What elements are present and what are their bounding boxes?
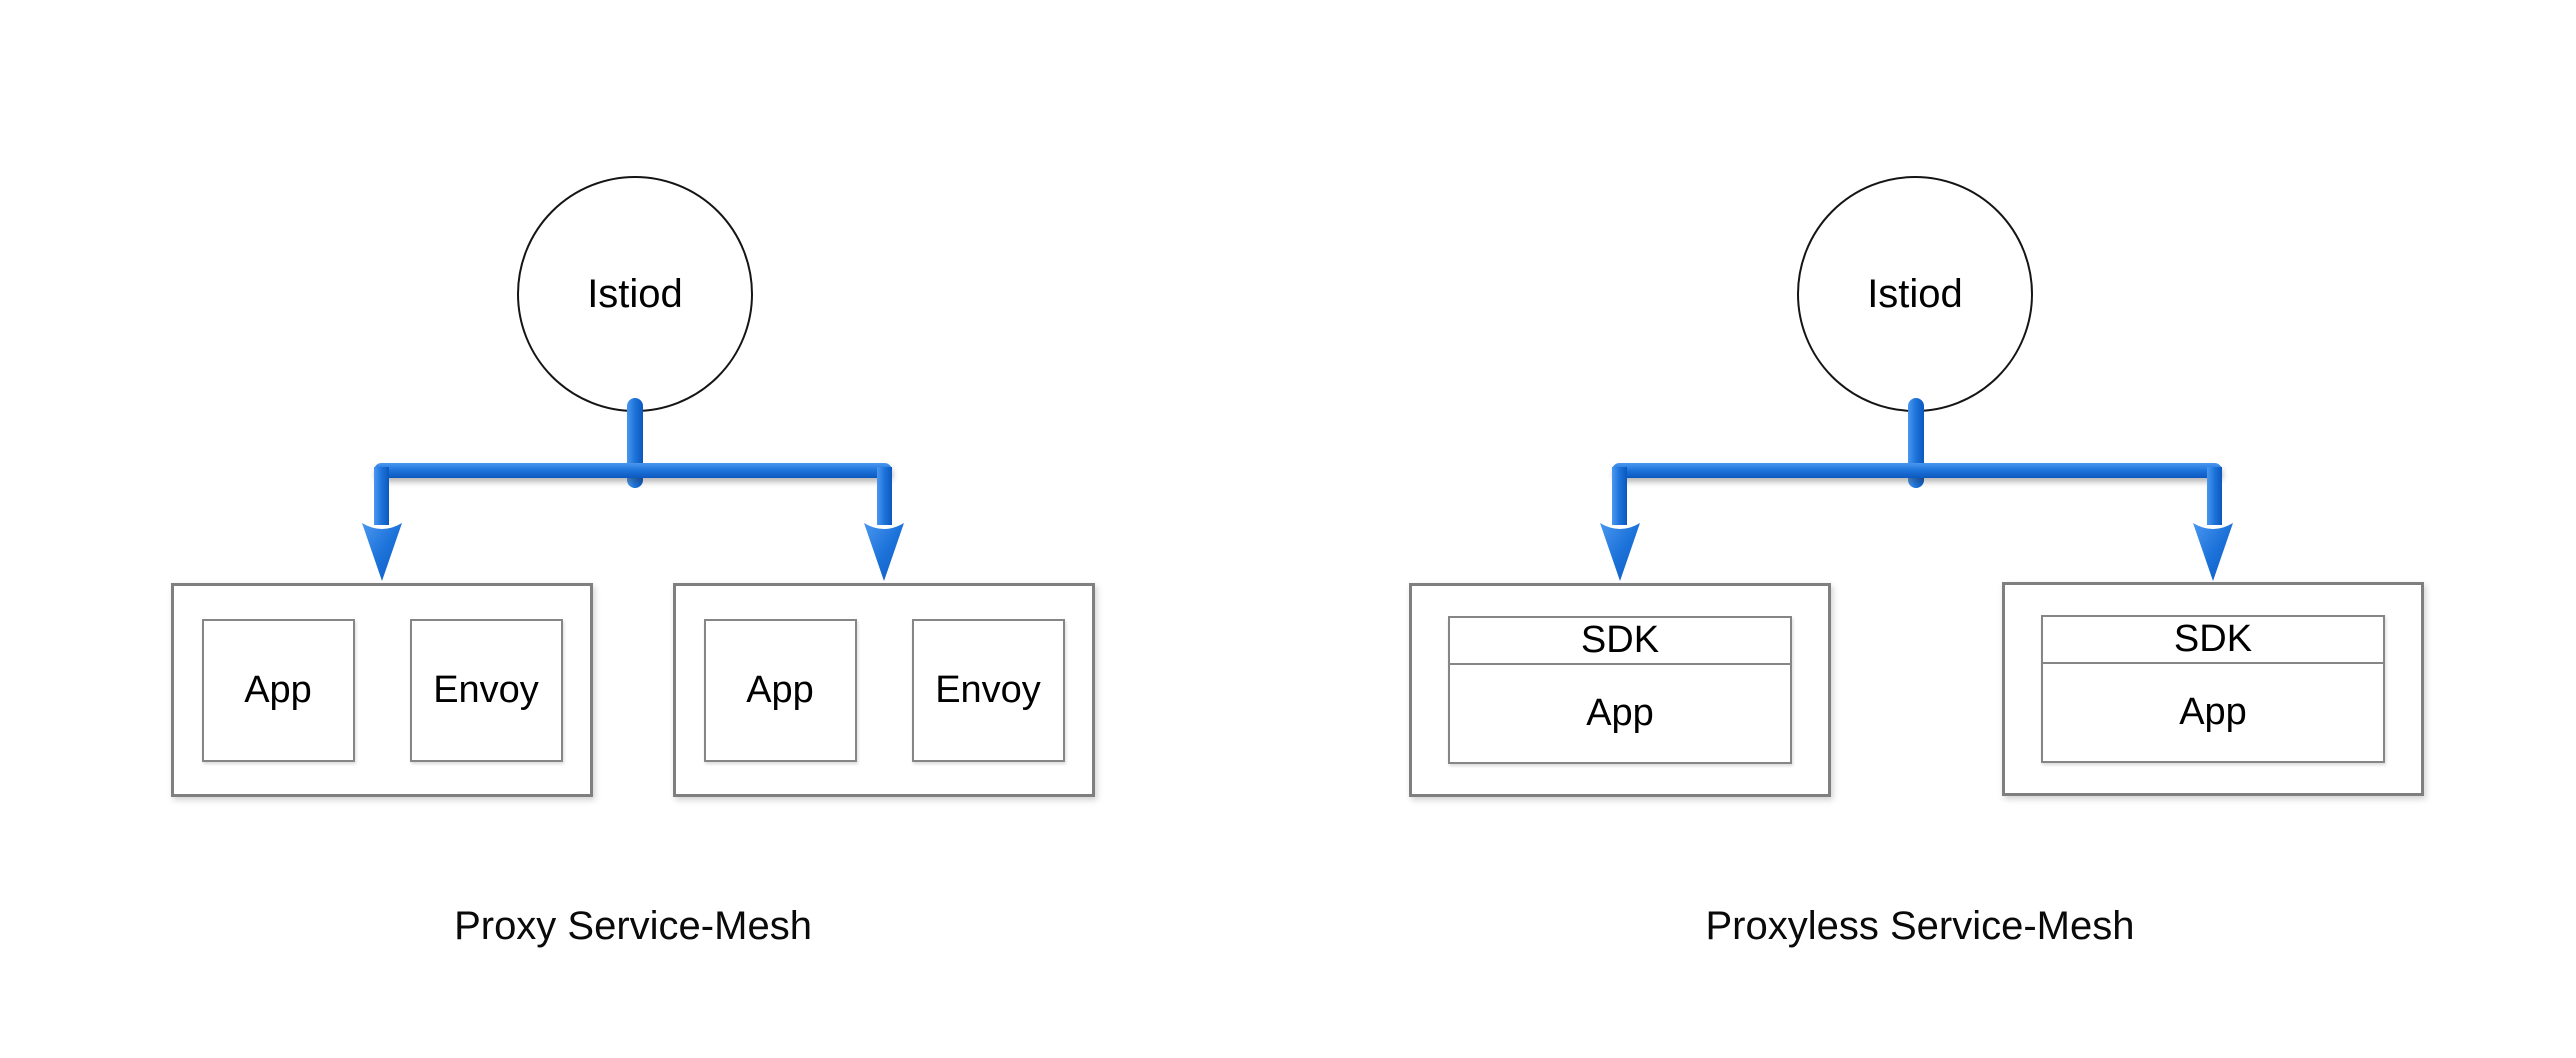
connector-arm-left bbox=[374, 467, 389, 525]
envoy-container-box: Envoy bbox=[911, 618, 1065, 762]
app-label: App bbox=[244, 668, 312, 711]
istiod-node: Istiod bbox=[1797, 176, 2033, 412]
down-arrow-icon bbox=[1600, 523, 1640, 581]
envoy-label: Envoy bbox=[433, 668, 539, 711]
connector-arm-left bbox=[1612, 467, 1627, 525]
pod-box: App Envoy bbox=[171, 583, 593, 797]
envoy-label: Envoy bbox=[935, 668, 1041, 711]
envoy-container-box: Envoy bbox=[409, 618, 563, 762]
diagram-caption: Proxy Service-Mesh bbox=[454, 904, 812, 948]
app-container-box: App bbox=[1450, 665, 1790, 762]
sdk-app-stack: SDK App bbox=[2041, 615, 2385, 763]
down-arrow-icon bbox=[2193, 523, 2233, 581]
app-label: App bbox=[1586, 692, 1654, 734]
app-container-box: App bbox=[2043, 664, 2383, 761]
connector-arm-right bbox=[2207, 467, 2222, 525]
sdk-app-stack: SDK App bbox=[1448, 616, 1792, 764]
down-arrow-icon bbox=[362, 523, 402, 581]
connector-arm-right bbox=[877, 467, 892, 525]
istiod-node: Istiod bbox=[517, 176, 753, 412]
istiod-label: Istiod bbox=[587, 271, 683, 316]
istiod-label: Istiod bbox=[1867, 271, 1963, 316]
app-container-box: App bbox=[703, 618, 857, 762]
down-arrow-icon bbox=[864, 523, 904, 581]
sdk-label: SDK bbox=[1580, 619, 1660, 661]
connector-bar bbox=[374, 463, 892, 478]
sdk-bar: SDK bbox=[1450, 618, 1790, 665]
diagram-caption: Proxyless Service-Mesh bbox=[1705, 904, 2135, 948]
pod-box: App Envoy bbox=[673, 583, 1095, 797]
pod-box: SDK App bbox=[1409, 583, 1831, 797]
sdk-bar: SDK bbox=[2043, 617, 2383, 664]
sdk-label: SDK bbox=[2173, 618, 2253, 660]
pod-box: SDK App bbox=[2002, 582, 2424, 796]
app-label: App bbox=[746, 668, 814, 711]
app-container-box: App bbox=[201, 618, 355, 762]
connector-bar bbox=[1612, 463, 2222, 478]
app-label: App bbox=[2179, 691, 2247, 733]
